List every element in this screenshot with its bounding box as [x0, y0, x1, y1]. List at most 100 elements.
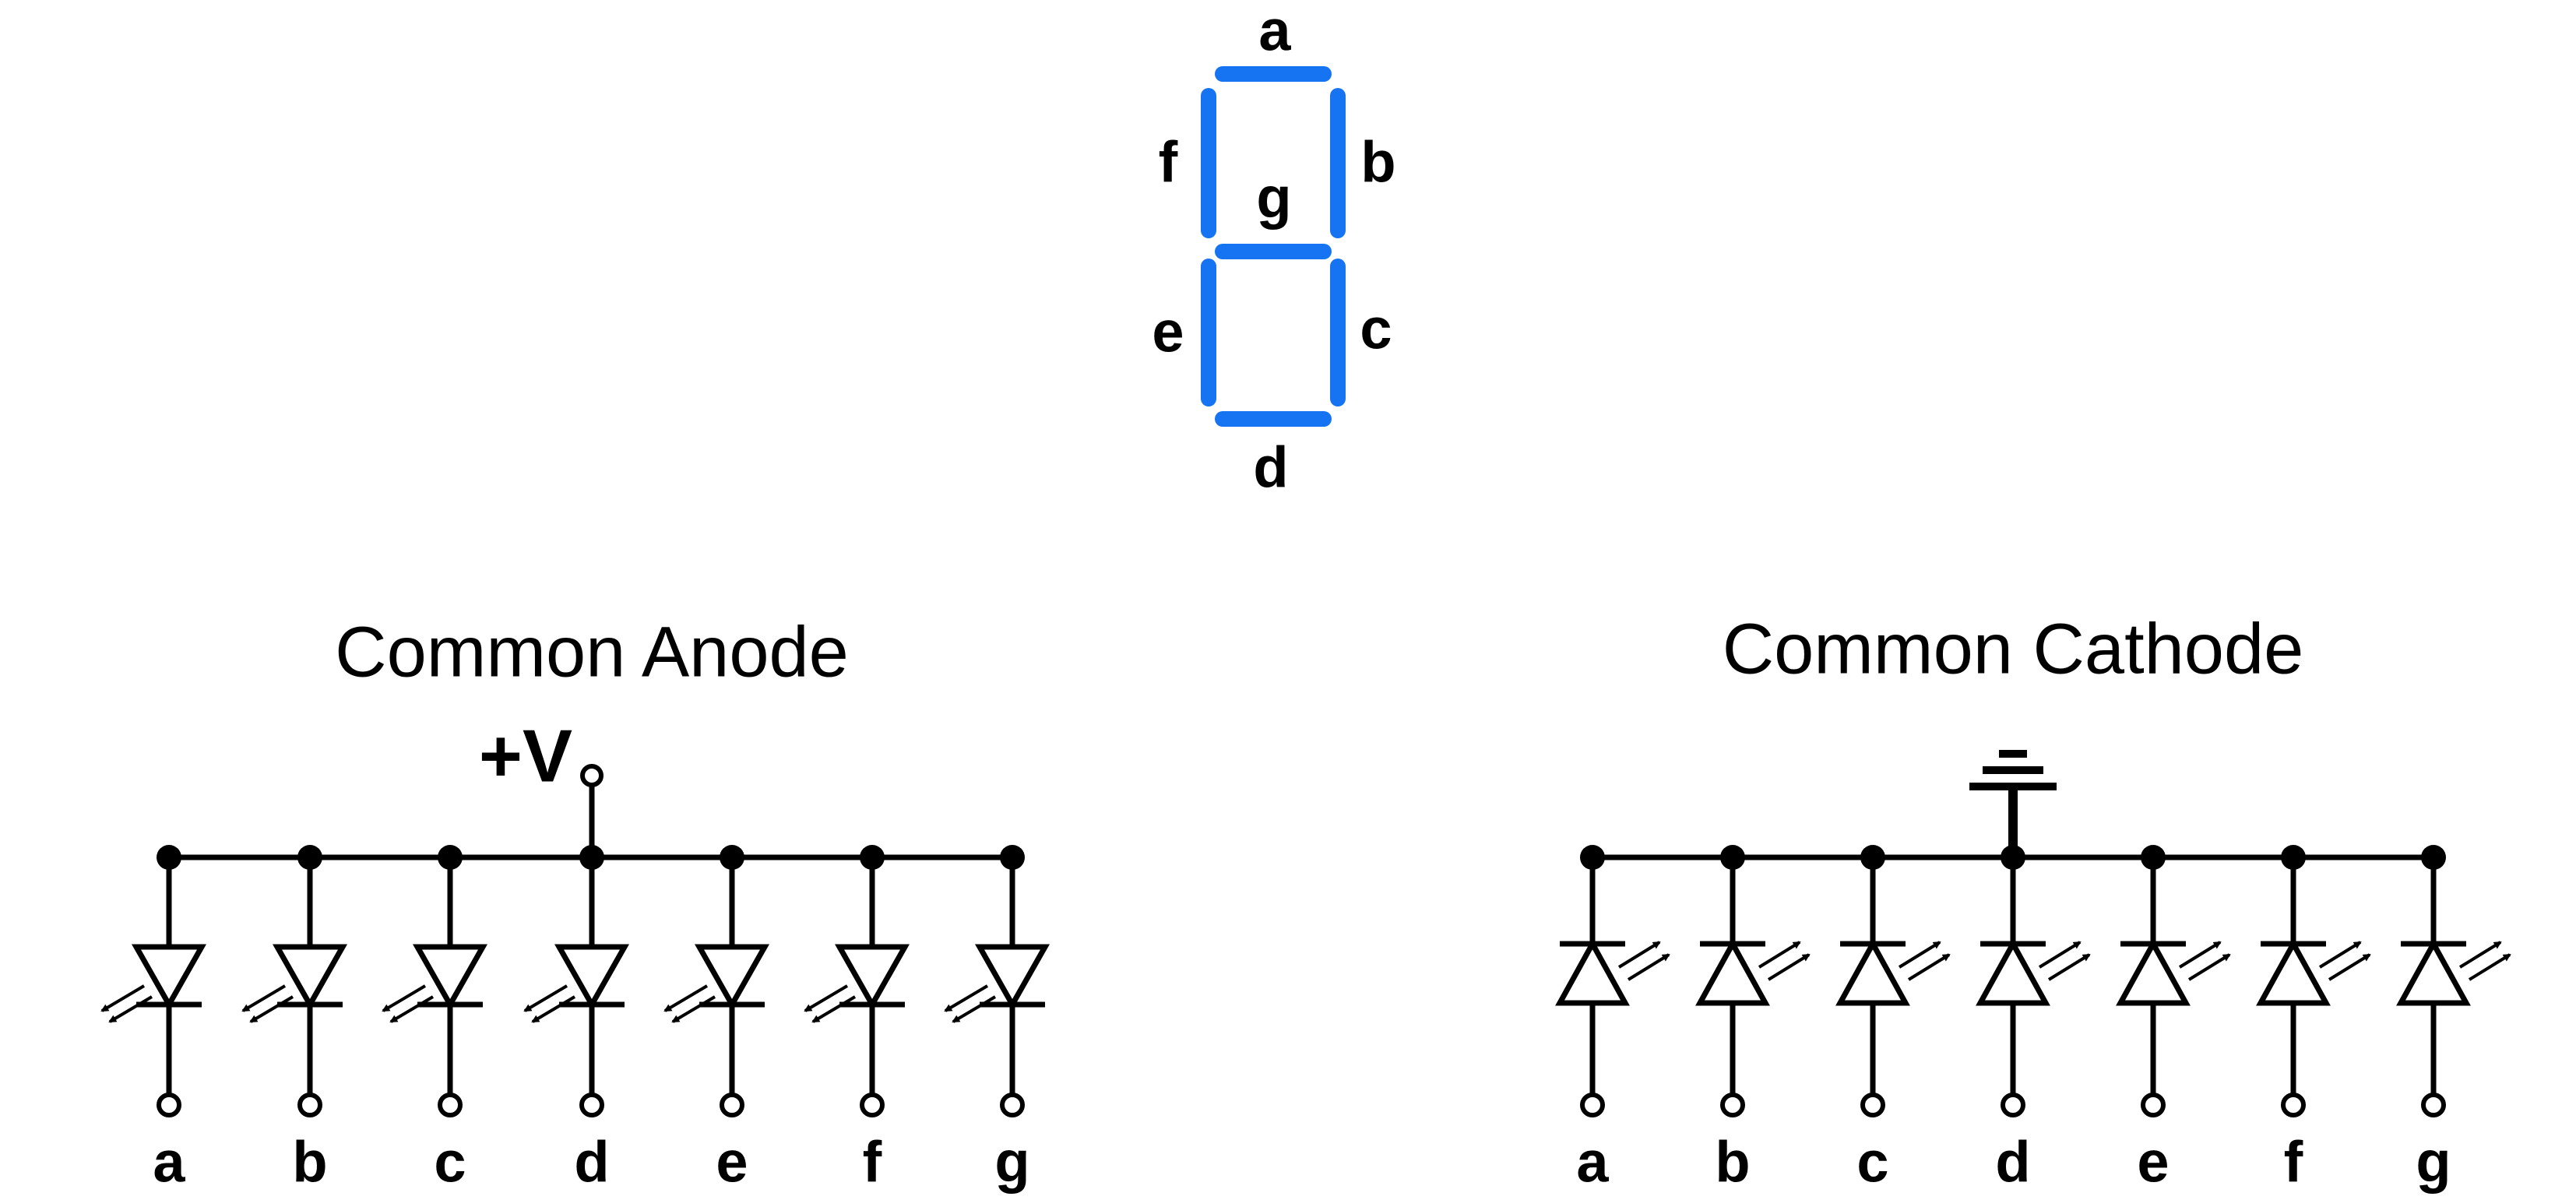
led-diode-icon	[2256, 938, 2331, 1006]
pin-label-c: c	[434, 1130, 466, 1195]
cathode-leg-d: d	[1976, 845, 2091, 1195]
light-arrow-icon	[671, 995, 716, 1023]
light-arrow-icon	[804, 984, 849, 1012]
pin-label-a: a	[153, 1130, 185, 1195]
light-arrow-icon	[1767, 953, 1811, 981]
light-arrow-icon	[2178, 941, 2222, 969]
light-arrow-icon	[389, 995, 435, 1023]
pin-label-c: c	[1856, 1130, 1888, 1195]
light-arrow-icon	[663, 984, 709, 1012]
cathode-leg-a: a	[1555, 845, 1670, 1195]
pin-terminal	[1860, 1093, 1885, 1117]
light-arrow-icon	[2038, 941, 2082, 969]
pin-terminal	[579, 1093, 604, 1117]
anode-leg-c: c	[382, 845, 488, 1195]
light-arrow-icon	[952, 995, 997, 1023]
segment-label-d: d	[1253, 435, 1288, 500]
segment-label-f: f	[1159, 130, 1178, 195]
light-arrow-icon	[2468, 953, 2511, 981]
light-arrow-icon	[1898, 941, 1941, 969]
pin-terminal	[1580, 1093, 1605, 1117]
pin-terminal	[1000, 1093, 1025, 1117]
led-diode-icon	[412, 944, 488, 1011]
led-diode-icon	[834, 944, 910, 1011]
led-diode-icon	[2116, 938, 2191, 1006]
pin-terminal	[860, 1093, 885, 1117]
pin-label-e: e	[716, 1130, 748, 1195]
light-arrow-icon	[2458, 941, 2502, 969]
led-diode-icon	[974, 944, 1050, 1011]
led-diode-icon	[1976, 938, 2050, 1006]
light-arrow-icon	[531, 995, 576, 1023]
led-diode-icon	[694, 944, 770, 1011]
pin-terminal	[2421, 1093, 2446, 1117]
led-diode-icon	[2396, 938, 2471, 1006]
pin-label-b: b	[1715, 1130, 1750, 1195]
cathode-leg-e: e	[2116, 845, 2231, 1195]
pin-terminal	[1720, 1093, 1745, 1117]
light-arrow-icon	[108, 995, 153, 1023]
cathode-leg-f: f	[2256, 845, 2371, 1195]
pin-label-f: f	[863, 1130, 882, 1195]
pin-label-d: d	[574, 1130, 609, 1195]
anode-leg-e: e	[663, 845, 770, 1195]
light-arrow-icon	[241, 984, 287, 1012]
led-diode-icon	[1835, 938, 1910, 1006]
segment-label-e: e	[1152, 300, 1184, 364]
light-arrow-icon	[523, 984, 568, 1012]
pin-terminal	[2281, 1093, 2306, 1117]
light-arrow-icon	[100, 984, 146, 1012]
supply-label: +V	[479, 714, 572, 797]
pin-terminal	[438, 1093, 463, 1117]
led-diode-icon	[131, 944, 207, 1011]
segment-label-a: a	[1258, 0, 1291, 63]
pin-label-a: a	[1576, 1130, 1609, 1195]
light-arrow-icon	[944, 984, 989, 1012]
light-arrow-icon	[1627, 953, 1670, 981]
common-cathode-circuit: a b c d e f g	[1555, 750, 2511, 1195]
cathode-leg-g: g	[2396, 845, 2511, 1195]
pin-label-b: b	[292, 1130, 327, 1195]
common-anode-circuit: +V a b c d e f g	[100, 714, 1050, 1195]
anode-leg-b: b	[241, 845, 348, 1195]
pin-label-e: e	[2137, 1130, 2169, 1195]
pin-label-d: d	[1995, 1130, 2030, 1195]
pin-terminal	[297, 1093, 322, 1117]
cathode-leg-b: b	[1695, 845, 1811, 1195]
led-diode-icon	[1695, 938, 1770, 1006]
segment-label-c: c	[1360, 297, 1392, 361]
seven-segment-display: a b c d e f g	[1152, 0, 1395, 500]
light-arrow-icon	[2047, 953, 2091, 981]
light-arrow-icon	[2328, 953, 2371, 981]
led-diode-icon	[272, 944, 348, 1011]
anode-leg-g: g	[944, 845, 1050, 1195]
pin-terminal	[2141, 1093, 2166, 1117]
anode-leg-f: f	[804, 845, 910, 1195]
light-arrow-icon	[1617, 941, 1661, 969]
segment-label-g: g	[1256, 166, 1291, 230]
pin-terminal	[157, 1093, 181, 1117]
light-arrow-icon	[2187, 953, 2231, 981]
pin-label-g: g	[2416, 1130, 2451, 1195]
anode-leg-a: a	[100, 845, 207, 1195]
led-diode-icon	[1555, 938, 1630, 1006]
pin-label-g: g	[994, 1130, 1029, 1195]
cathode-leg-c: c	[1835, 845, 1951, 1195]
pin-terminal	[720, 1093, 744, 1117]
light-arrow-icon	[1907, 953, 1951, 981]
led-diode-icon	[554, 944, 630, 1011]
ground-icon	[1969, 750, 2057, 857]
segment-label-b: b	[1360, 130, 1395, 195]
pin-label-f: f	[2284, 1130, 2303, 1195]
pin-terminal	[2001, 1093, 2025, 1117]
anode-leg-d: d	[523, 845, 630, 1195]
common-cathode-title: Common Cathode	[1723, 609, 2304, 688]
supply-terminal	[580, 764, 604, 787]
light-arrow-icon	[2318, 941, 2362, 969]
light-arrow-icon	[382, 984, 427, 1012]
light-arrow-icon	[249, 995, 294, 1023]
common-anode-title: Common Anode	[335, 612, 849, 691]
light-arrow-icon	[1758, 941, 1801, 969]
